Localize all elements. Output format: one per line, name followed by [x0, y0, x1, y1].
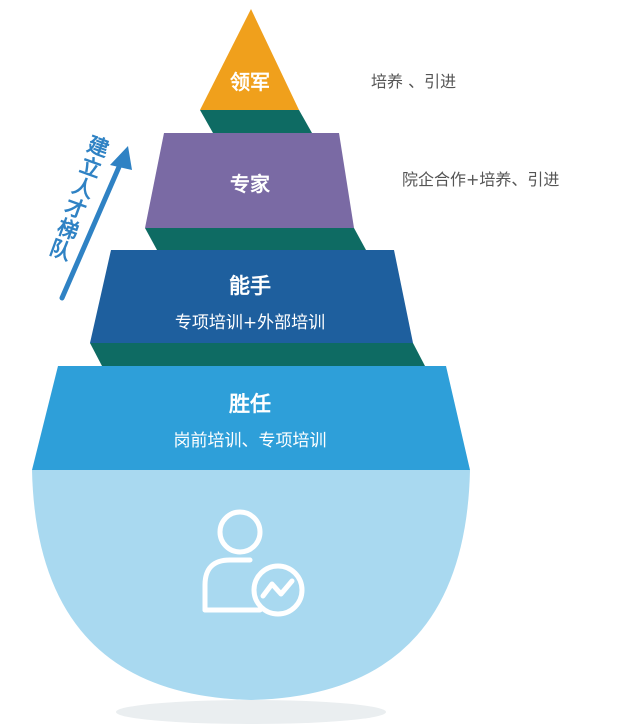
tier-competent-title: 胜任: [229, 392, 271, 416]
growth-arrow-head: [110, 146, 132, 170]
growth-arrow: [59, 157, 125, 301]
tier-leader-title: 领军: [230, 70, 270, 94]
tier-leader-note: 培养 、引进: [371, 72, 457, 91]
tier-expert-title: 专家: [230, 172, 270, 196]
base-bowl: [32, 470, 470, 700]
user-growth-icon: [202, 509, 305, 617]
tier-skilled-shape: [90, 250, 413, 343]
ground-shadow: [116, 700, 386, 724]
connector-3: [90, 343, 425, 366]
tier-competent-shape: [32, 366, 470, 470]
tier-skilled-subtitle: 专项培训+外部培训: [174, 313, 326, 333]
tier-skilled-title: 能手: [229, 274, 271, 298]
tier-expert-shape: [145, 133, 354, 228]
tier-competent-subtitle: 岗前培训、专项培训: [173, 431, 327, 451]
tier-leader-shape: [200, 9, 299, 110]
connector-1: [200, 110, 312, 133]
tier-expert-note: 院企合作+培养、引进: [402, 170, 560, 189]
connector-2: [145, 228, 366, 250]
